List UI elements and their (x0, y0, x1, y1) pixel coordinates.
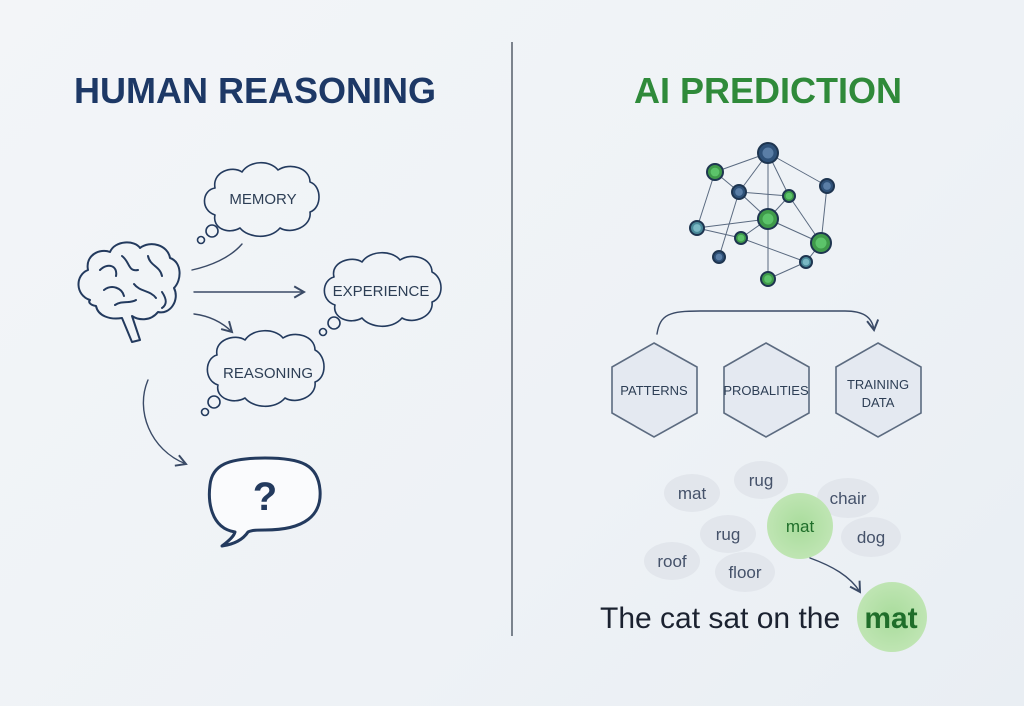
word-floor: floor (728, 563, 761, 582)
network-node-core (815, 237, 827, 249)
network-node-core (785, 192, 793, 200)
word-chair: chair (830, 489, 867, 508)
word-candidates: mat rug chair rug mat dog roof floor (644, 461, 901, 592)
word-rug-2: rug (716, 525, 741, 544)
thought-bubble-memory: MEMORY (196, 161, 320, 245)
network-node-core (715, 253, 723, 261)
arrow-to-reasoning (193, 313, 234, 334)
arrow-to-memory (191, 243, 243, 271)
arrow-to-prediction (809, 557, 862, 594)
sentence-text: The cat sat on the (600, 602, 840, 635)
training-label: TRAINING (847, 377, 909, 392)
prediction-highlight (857, 582, 927, 652)
network-node-core (823, 182, 831, 190)
network-edge (696, 218, 769, 229)
data-label: DATA (862, 395, 895, 410)
network-node-core (735, 188, 743, 196)
network-edge (718, 191, 740, 258)
network-node-core (764, 275, 772, 283)
patterns-label: PATTERNS (620, 383, 688, 398)
word-roof: roof (657, 552, 687, 571)
memory-label: MEMORY (229, 191, 296, 208)
network-node-core (737, 234, 745, 242)
network-node-core (710, 167, 720, 177)
arrow-to-question (142, 379, 188, 467)
network-node-core (762, 147, 774, 159)
ai-prediction-title: AI PREDICTION (634, 70, 902, 111)
neural-network-icon (689, 142, 835, 287)
network-node-core (762, 213, 774, 225)
hexagon-patterns: PATTERNS (611, 342, 698, 438)
thought-bubble-experience: EXPERIENCE (318, 251, 442, 337)
experience-label: EXPERIENCE (333, 283, 430, 300)
reasoning-label: REASONING (223, 365, 313, 382)
thought-bubble-reasoning: REASONING (200, 329, 325, 417)
word-mat-selected: mat (786, 517, 815, 536)
speech-bubble-icon: ? (207, 456, 322, 548)
human-reasoning-title: HUMAN REASONING (74, 70, 436, 111)
network-edge (738, 191, 790, 197)
network-node-core (802, 258, 810, 266)
brain-icon (77, 241, 181, 343)
network-edge (696, 171, 716, 229)
probabilities-label: PROBALITIES (723, 383, 809, 398)
hexagon-probabilities: PROBALITIES (723, 342, 810, 438)
predicted-word: mat (864, 602, 917, 635)
arrow-patterns-to-training (656, 310, 880, 335)
question-mark: ? (253, 475, 277, 519)
word-dog: dog (857, 528, 885, 547)
network-edge (767, 152, 828, 187)
network-node-core (693, 224, 701, 232)
hexagon-training-data: TRAINING DATA (835, 342, 922, 438)
network-edge (740, 237, 807, 263)
word-rug: rug (749, 471, 774, 490)
word-mat: mat (678, 484, 707, 503)
